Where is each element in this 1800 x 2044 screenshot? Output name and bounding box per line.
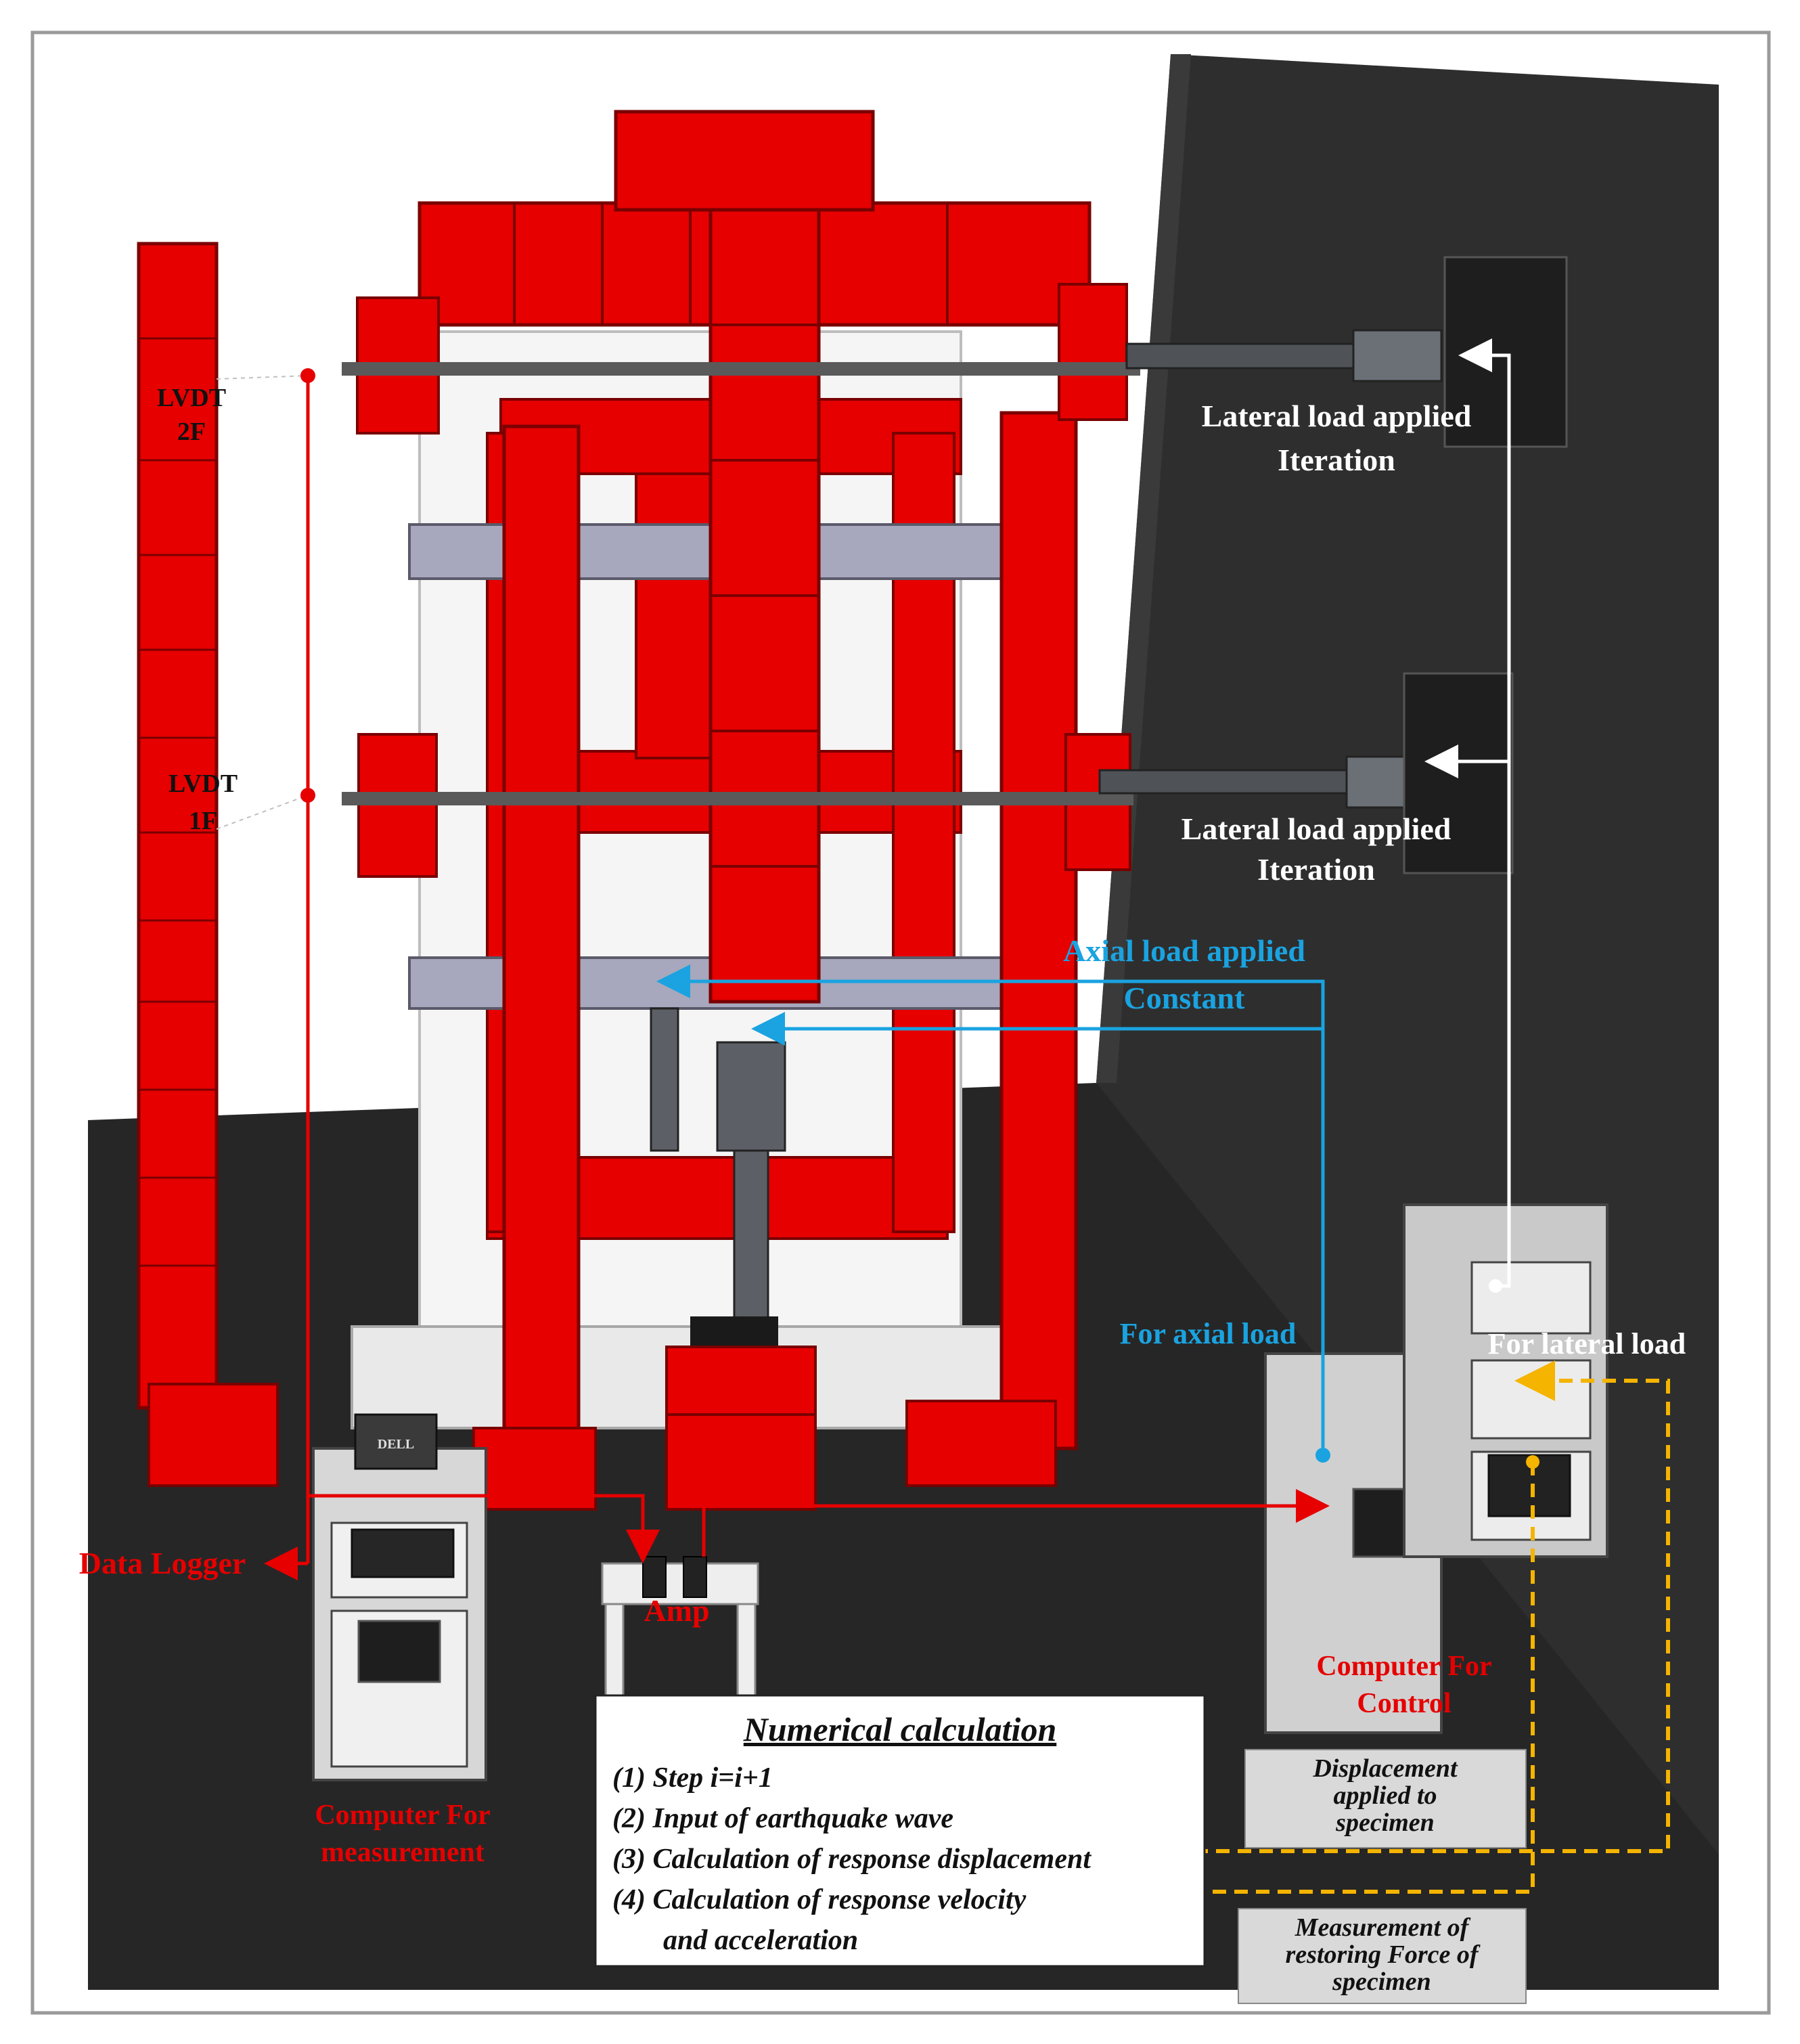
lvdt-1f-node: [300, 788, 315, 803]
numerical-step-1: (1) Step i=i+1: [612, 1762, 773, 1794]
computer-control-label-1: Computer For: [1316, 1651, 1491, 1682]
numerical-title: Numerical calculation: [743, 1710, 1057, 1748]
rod-2f: [342, 362, 1140, 376]
measurement-unit: [351, 1528, 455, 1578]
measurement-note-line-1: Measurement of: [1295, 1913, 1471, 1942]
lateral-bottom-label-1: Lateral load applied: [1182, 812, 1452, 846]
lvdt-tower: [137, 242, 219, 1410]
numerical-step-4b: and acceleration: [663, 1925, 858, 1956]
right-column-footing: [905, 1400, 1057, 1487]
lvdt-2f-node: [300, 368, 315, 383]
steel-beam-2f: [408, 523, 1006, 580]
measurement-monitor: [357, 1620, 441, 1683]
measurement-note-box: [1238, 1908, 1527, 2004]
computer-measurement-label-1: Computer For: [315, 1800, 490, 1831]
for-lateral-label: For lateral load: [1488, 1327, 1686, 1360]
top-cap-block: [614, 110, 875, 212]
amp-signal-line: [308, 1494, 660, 1563]
monitor-brand-text: DELL: [378, 1437, 414, 1452]
central-column: [708, 208, 821, 1004]
numerical-step-3: (3) Calculation of response displacement: [612, 1844, 1092, 1875]
lvdt-1f-label-1: LVDT: [168, 770, 238, 798]
displacement-note-line-2: applied to: [1333, 1781, 1437, 1810]
reaction-block-1f: [1403, 672, 1514, 874]
amp-unit-2: [683, 1556, 707, 1598]
lateral-top-label-2: Iteration: [1278, 443, 1395, 477]
numerical-step-2: (2) Input of earthquake wave: [612, 1803, 953, 1834]
numerical-calculation-box: [594, 1694, 1206, 1968]
amp-table-top: [601, 1562, 759, 1605]
restoring-force-node: [1526, 1455, 1539, 1469]
axial-signal-node: [1315, 1448, 1330, 1463]
lateral-bottom-label-2: Iteration: [1257, 852, 1375, 887]
lvdt-2f-guide: [216, 375, 309, 380]
actuator-pedestal: [665, 1346, 817, 1416]
computer-measurement-label-2: measurement: [321, 1837, 485, 1868]
amp-table-leg-left: [604, 1603, 625, 1700]
restoring-force-line: [1119, 1462, 1535, 1912]
displacement-note-line-1: Displacement: [1312, 1754, 1458, 1783]
displacement-note-box: [1244, 1749, 1527, 1848]
axial-signal-line-upper: [656, 964, 1325, 1455]
computer-control-label-2: Control: [1357, 1688, 1451, 1719]
axial-applied-label-1: Axial load applied: [1063, 933, 1305, 968]
lvdt-2f-label-1: LVDT: [157, 384, 226, 412]
lvdt-tower-base: [148, 1383, 279, 1487]
vertical-actuator-center-head: [716, 1041, 786, 1152]
left-outer-column: [502, 424, 581, 1498]
lateral-signal-node: [1489, 1279, 1502, 1293]
lateral-controller-mid: [1470, 1359, 1592, 1440]
numerical-step-4: (4) Calculation of response velocity: [612, 1884, 1027, 1915]
lateral-controller-upper: [1470, 1261, 1592, 1335]
lateral-actuator-head-2f: [1352, 329, 1443, 382]
for-axial-label: For axial load: [1120, 1317, 1297, 1350]
measurement-note-line-2: restoring Force of: [1286, 1940, 1481, 1969]
inner-column-upper: [635, 472, 719, 759]
amp-table-leg-right: [736, 1603, 757, 1700]
lateral-actuator-1f: [1098, 769, 1351, 795]
lateral-actuator-2f: [1125, 342, 1358, 370]
amp-label: Amp: [644, 1593, 709, 1628]
axial-applied-label-2: Constant: [1124, 981, 1246, 1015]
actuator-pedestal-foot: [665, 1413, 817, 1511]
measurement-note-line-3: specimen: [1332, 1968, 1431, 1996]
displacement-note-line-3: specimen: [1335, 1808, 1435, 1837]
vertical-actuator-left: [650, 1007, 679, 1152]
rod-1f: [342, 792, 1133, 805]
lateral-top-label-1: Lateral load applied: [1202, 399, 1472, 433]
amp-unit-1: [642, 1556, 667, 1598]
lvdt-2f-label-2: 2F: [177, 418, 206, 446]
data-logger-label: Data Logger: [79, 1546, 246, 1580]
right-outer-column: [999, 411, 1078, 1450]
lvdt-1f-label-2: 1F: [189, 807, 217, 835]
measurement-pc: [354, 1413, 438, 1470]
stub-2f-right: [1058, 283, 1128, 421]
vertical-actuator-center-rod: [733, 1149, 769, 1321]
